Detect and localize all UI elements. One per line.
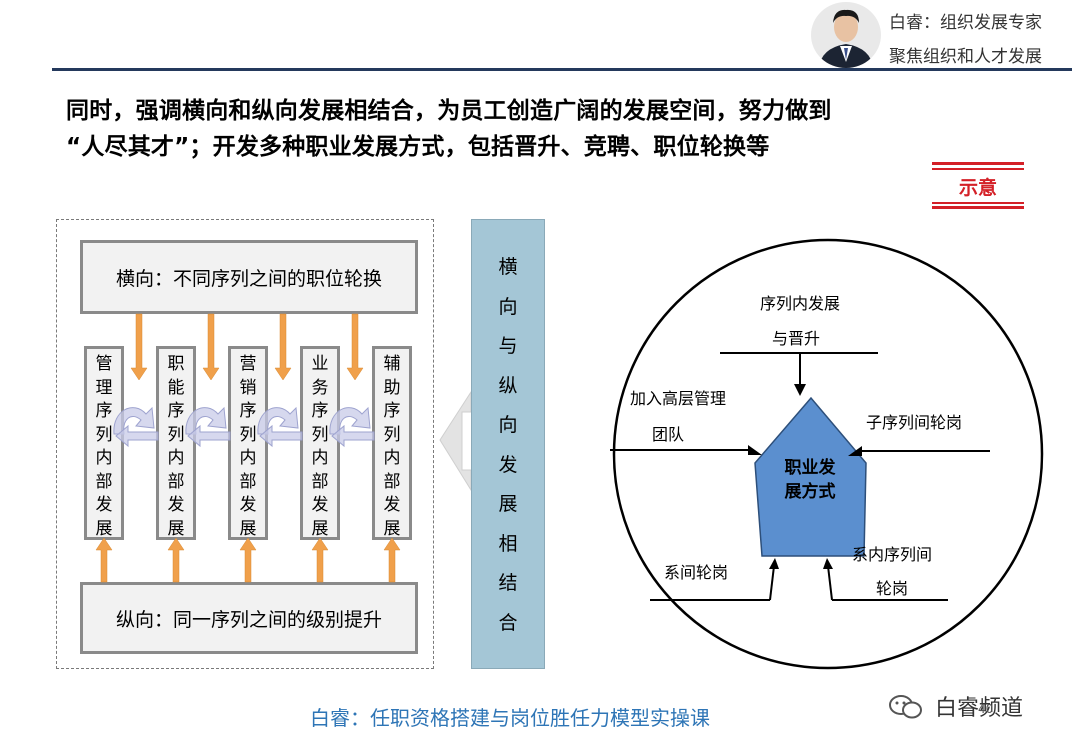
upper-right-label: 子序列间轮岗: [866, 413, 962, 432]
heading-line-1: 同时，强调横向和纵向发展相结合，为员工创造广阔的发展空间，努力做到: [66, 98, 832, 124]
wechat-icon: [889, 695, 922, 719]
column-auxiliary-label: 辅助序列内部发展: [383, 354, 401, 539]
column-management: 管理序列内部发展: [84, 346, 124, 540]
column-auxiliary: 辅助序列内部发展: [372, 346, 412, 540]
combined-development-label: 横向与纵向发展相结合: [498, 256, 518, 634]
back-arrow-4: [331, 424, 375, 448]
illustration-badge: 示意: [932, 160, 1024, 212]
horizontal-rotation-label: 横向：不同序列之间的职位轮换: [115, 267, 382, 290]
channel-watermark: 白睿频道 40: [888, 690, 1023, 722]
down-arrow-1: [130, 313, 148, 381]
course-title-footer: 白睿：任职资格搭建与岗位胜任力模型实操课: [0, 702, 1080, 731]
vertical-promotion-box: 纵向：同一序列之间的级别提升: [80, 582, 418, 654]
up-arrows: [95, 537, 401, 583]
center-label-line-2: 展方式: [785, 481, 836, 502]
lower-right-label-line-1: 系内序列间: [852, 545, 932, 564]
rotation-arrow-2: [185, 406, 227, 435]
lower-right-label-line-2: 轮岗: [876, 579, 908, 598]
upper-left-label-line-1: 加入高层管理: [630, 389, 726, 408]
up-arrow-4: [311, 537, 329, 583]
column-business-label: 业务序列内部发展: [311, 354, 329, 539]
down-arrow-2: [202, 313, 220, 381]
rotation-arrow-4: [329, 406, 371, 435]
down-arrow-4: [346, 313, 364, 381]
combined-development-banner: 横向与纵向发展相结合: [471, 219, 545, 669]
column-marketing: 营销序列内部发展: [228, 346, 268, 540]
badge-rule-bottom-thin: [932, 202, 1024, 204]
up-arrow-5: [383, 537, 401, 583]
lower-right-stem: [827, 565, 833, 601]
lower-left-stem: [769, 565, 775, 601]
upper-left-label-line-2: 团队: [652, 425, 684, 444]
main-heading: 同时，强调横向和纵向发展相结合，为员工创造广阔的发展空间，努力做到 “人尽其才”…: [66, 93, 1026, 165]
up-arrow-3: [239, 537, 257, 583]
author-avatar: [811, 2, 881, 68]
back-arrow-1: [115, 424, 159, 448]
horizontal-rotation-box: 横向：不同序列之间的职位轮换: [80, 240, 418, 314]
channel-name: 白睿频道: [935, 696, 1024, 721]
top-label-line-2: 与晋升: [772, 329, 820, 348]
column-marketing-label: 营销序列内部发展: [239, 354, 257, 539]
author-tagline: 聚焦组织和人才发展: [889, 47, 1042, 67]
connector-arrowheads: [748, 384, 862, 569]
badge-rule-top-thin: [932, 168, 1024, 170]
top-label-line-1: 序列内发展: [760, 294, 840, 313]
upper-left-arrowhead: [748, 445, 762, 455]
column-functional-label: 职能序列内部发展: [167, 354, 185, 539]
lower-left-label: 系间轮岗: [664, 563, 728, 582]
column-business: 业务序列内部发展: [300, 346, 340, 540]
badge-rule-top: [932, 162, 1024, 165]
up-arrow-1: [95, 537, 113, 583]
badge-rule-bottom: [932, 206, 1024, 209]
author-title: 白睿：组织发展专家: [889, 13, 1042, 33]
vertical-promotion-label: 纵向：同一序列之间的级别提升: [115, 608, 382, 631]
page-number: 40: [978, 702, 994, 716]
top-arrowhead: [794, 384, 806, 396]
badge-label: 示意: [958, 177, 997, 199]
rotation-arrow-1: [113, 406, 155, 435]
back-arrow-2: [187, 424, 231, 448]
banner-pointer-arrow: [439, 390, 472, 492]
rotation-arrow-3: [257, 406, 299, 435]
header-rule: [52, 68, 1072, 71]
upper-right-arrowhead: [848, 446, 862, 456]
lower-left-arrowhead: [769, 558, 779, 569]
center-label-line-1: 职业发: [785, 457, 837, 478]
rotation-arrows: [113, 406, 375, 448]
course-title: 白睿：任职资格搭建与岗位胜任力模型实操课: [310, 706, 710, 730]
connector-lines: [610, 352, 990, 601]
lower-right-arrowhead: [823, 558, 833, 569]
left-diagram-frame: [56, 219, 434, 669]
column-management-label: 管理序列内部发展: [95, 354, 113, 539]
down-arrows: [130, 313, 364, 381]
back-arrow-3: [259, 424, 303, 448]
down-arrow-3: [274, 313, 292, 381]
column-functional: 职能序列内部发展: [156, 346, 196, 540]
up-arrow-2: [167, 537, 185, 583]
career-paths-diagram: 职业发 展方式 序列内发展 与晋升 加入高层管理 团队 子序列间轮岗 系间轮岗 …: [610, 238, 1044, 670]
left-diagram-arrows: [95, 313, 472, 583]
heading-line-2: “人尽其才”；开发多种职业发展方式，包括晋升、竞聘、职位轮换等: [66, 134, 770, 160]
